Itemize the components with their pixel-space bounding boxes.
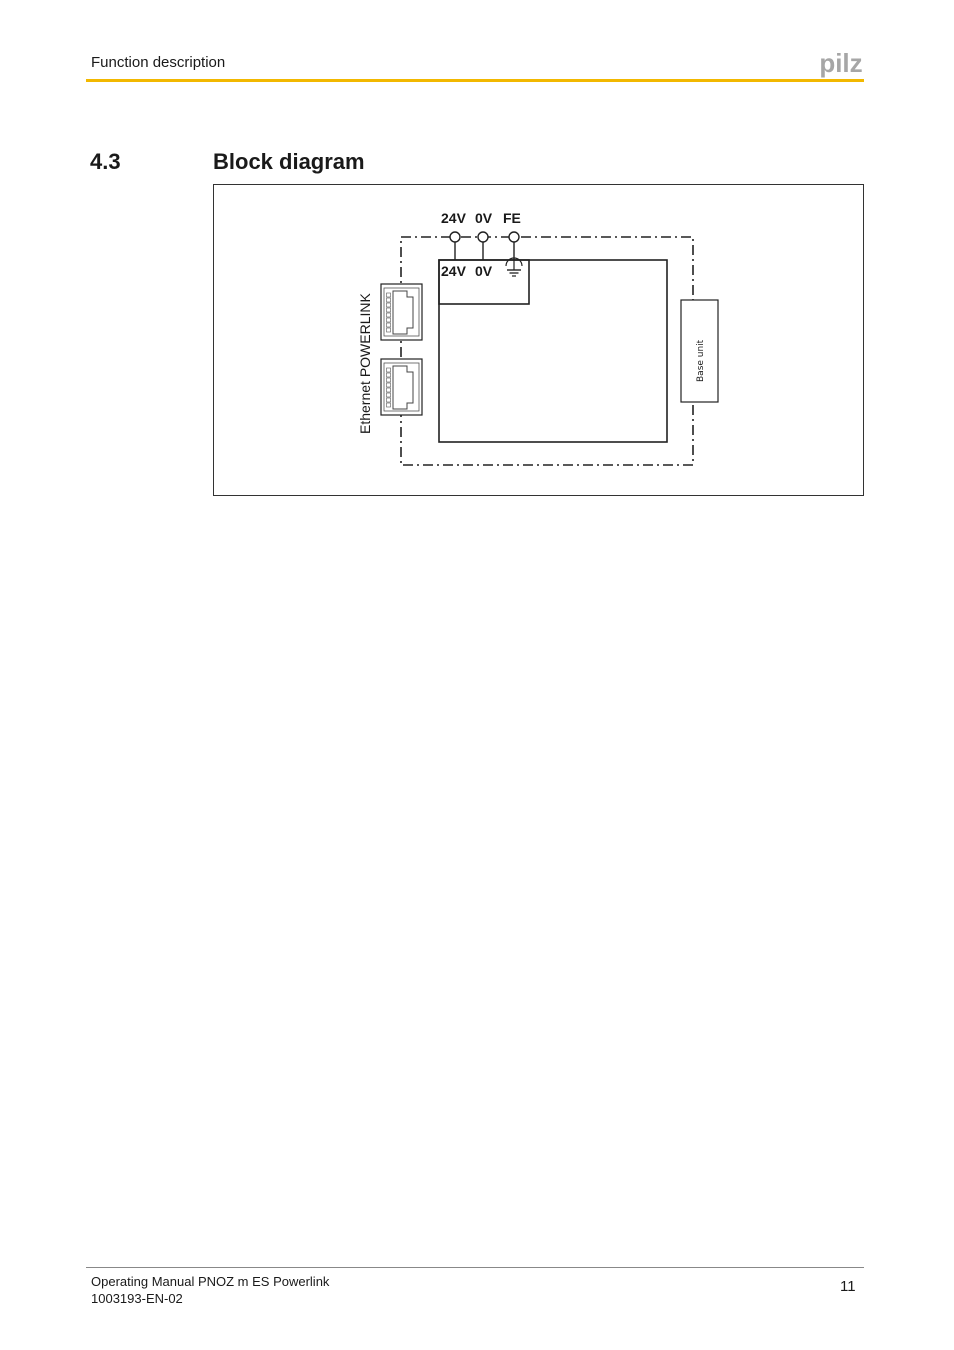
rj45-port-icon [380, 358, 423, 416]
ground-icon [505, 257, 523, 277]
module-label-24v: 24V [441, 263, 467, 279]
terminal-label-0v: 0V [475, 210, 493, 226]
rj45-port-icon [380, 283, 423, 341]
section-number: 4.3 [90, 149, 121, 174]
base-unit-label: Base unit [696, 339, 706, 382]
module-label-0v: 0V [475, 263, 493, 279]
header-rule [86, 79, 864, 82]
ethernet-label: Ethernet POWERLINK [357, 293, 373, 434]
power-input-block [438, 259, 530, 305]
pilz-logo: pilz [819, 48, 862, 78]
block-diagram-svg: 24V 0V FE 24V 0V [213, 184, 864, 496]
terminal-label-fe: FE [503, 210, 521, 226]
main-module [438, 259, 668, 443]
base-unit-box [680, 299, 719, 403]
terminal-24v [449, 231, 461, 243]
page-number: 11 [840, 1278, 856, 1295]
footer-manual-title: Operating Manual PNOZ m ES Powerlink [91, 1274, 330, 1289]
section-title: Block diagram [213, 149, 365, 174]
block-diagram: 24V 0V FE 24V 0V [213, 184, 864, 496]
footer-doc-number: 1003193-EN-02 [91, 1291, 183, 1306]
terminal-fe [508, 231, 520, 243]
terminal-label-24v: 24V [441, 210, 467, 226]
footer-rule [86, 1267, 864, 1268]
figure-frame [213, 184, 864, 496]
header-title: Function description [91, 54, 226, 71]
terminal-0v [477, 231, 489, 243]
logo-text: pilz [819, 48, 862, 78]
